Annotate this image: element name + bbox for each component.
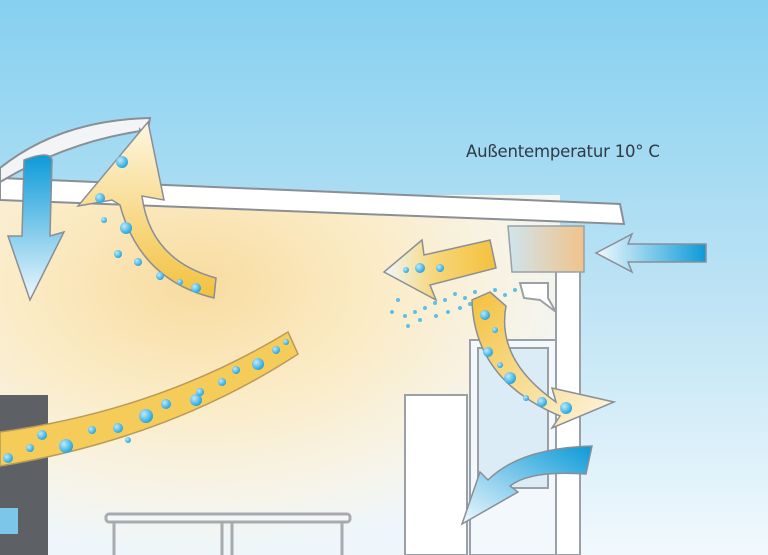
tables xyxy=(104,512,352,555)
mist-spray xyxy=(390,288,517,328)
outside-temperature-label: Außentemperatur 10° C xyxy=(466,142,660,161)
roof-exhaust-droplets xyxy=(95,156,201,293)
room-circulation-droplets xyxy=(3,339,289,463)
room-circulation-arrow xyxy=(0,330,299,467)
roof-supply-arrow xyxy=(6,154,66,302)
air-outlet xyxy=(518,282,557,313)
cabinet-screen xyxy=(0,508,18,534)
window-supply-arrow xyxy=(460,445,593,526)
roof-exhaust-arrow xyxy=(76,120,217,299)
supply-droplets xyxy=(403,263,444,273)
window-exhaust-arrow xyxy=(471,291,617,430)
outside-air-arrow xyxy=(594,232,707,274)
heat-exchanger-box xyxy=(507,225,585,273)
window-exhaust-droplets xyxy=(480,310,572,414)
